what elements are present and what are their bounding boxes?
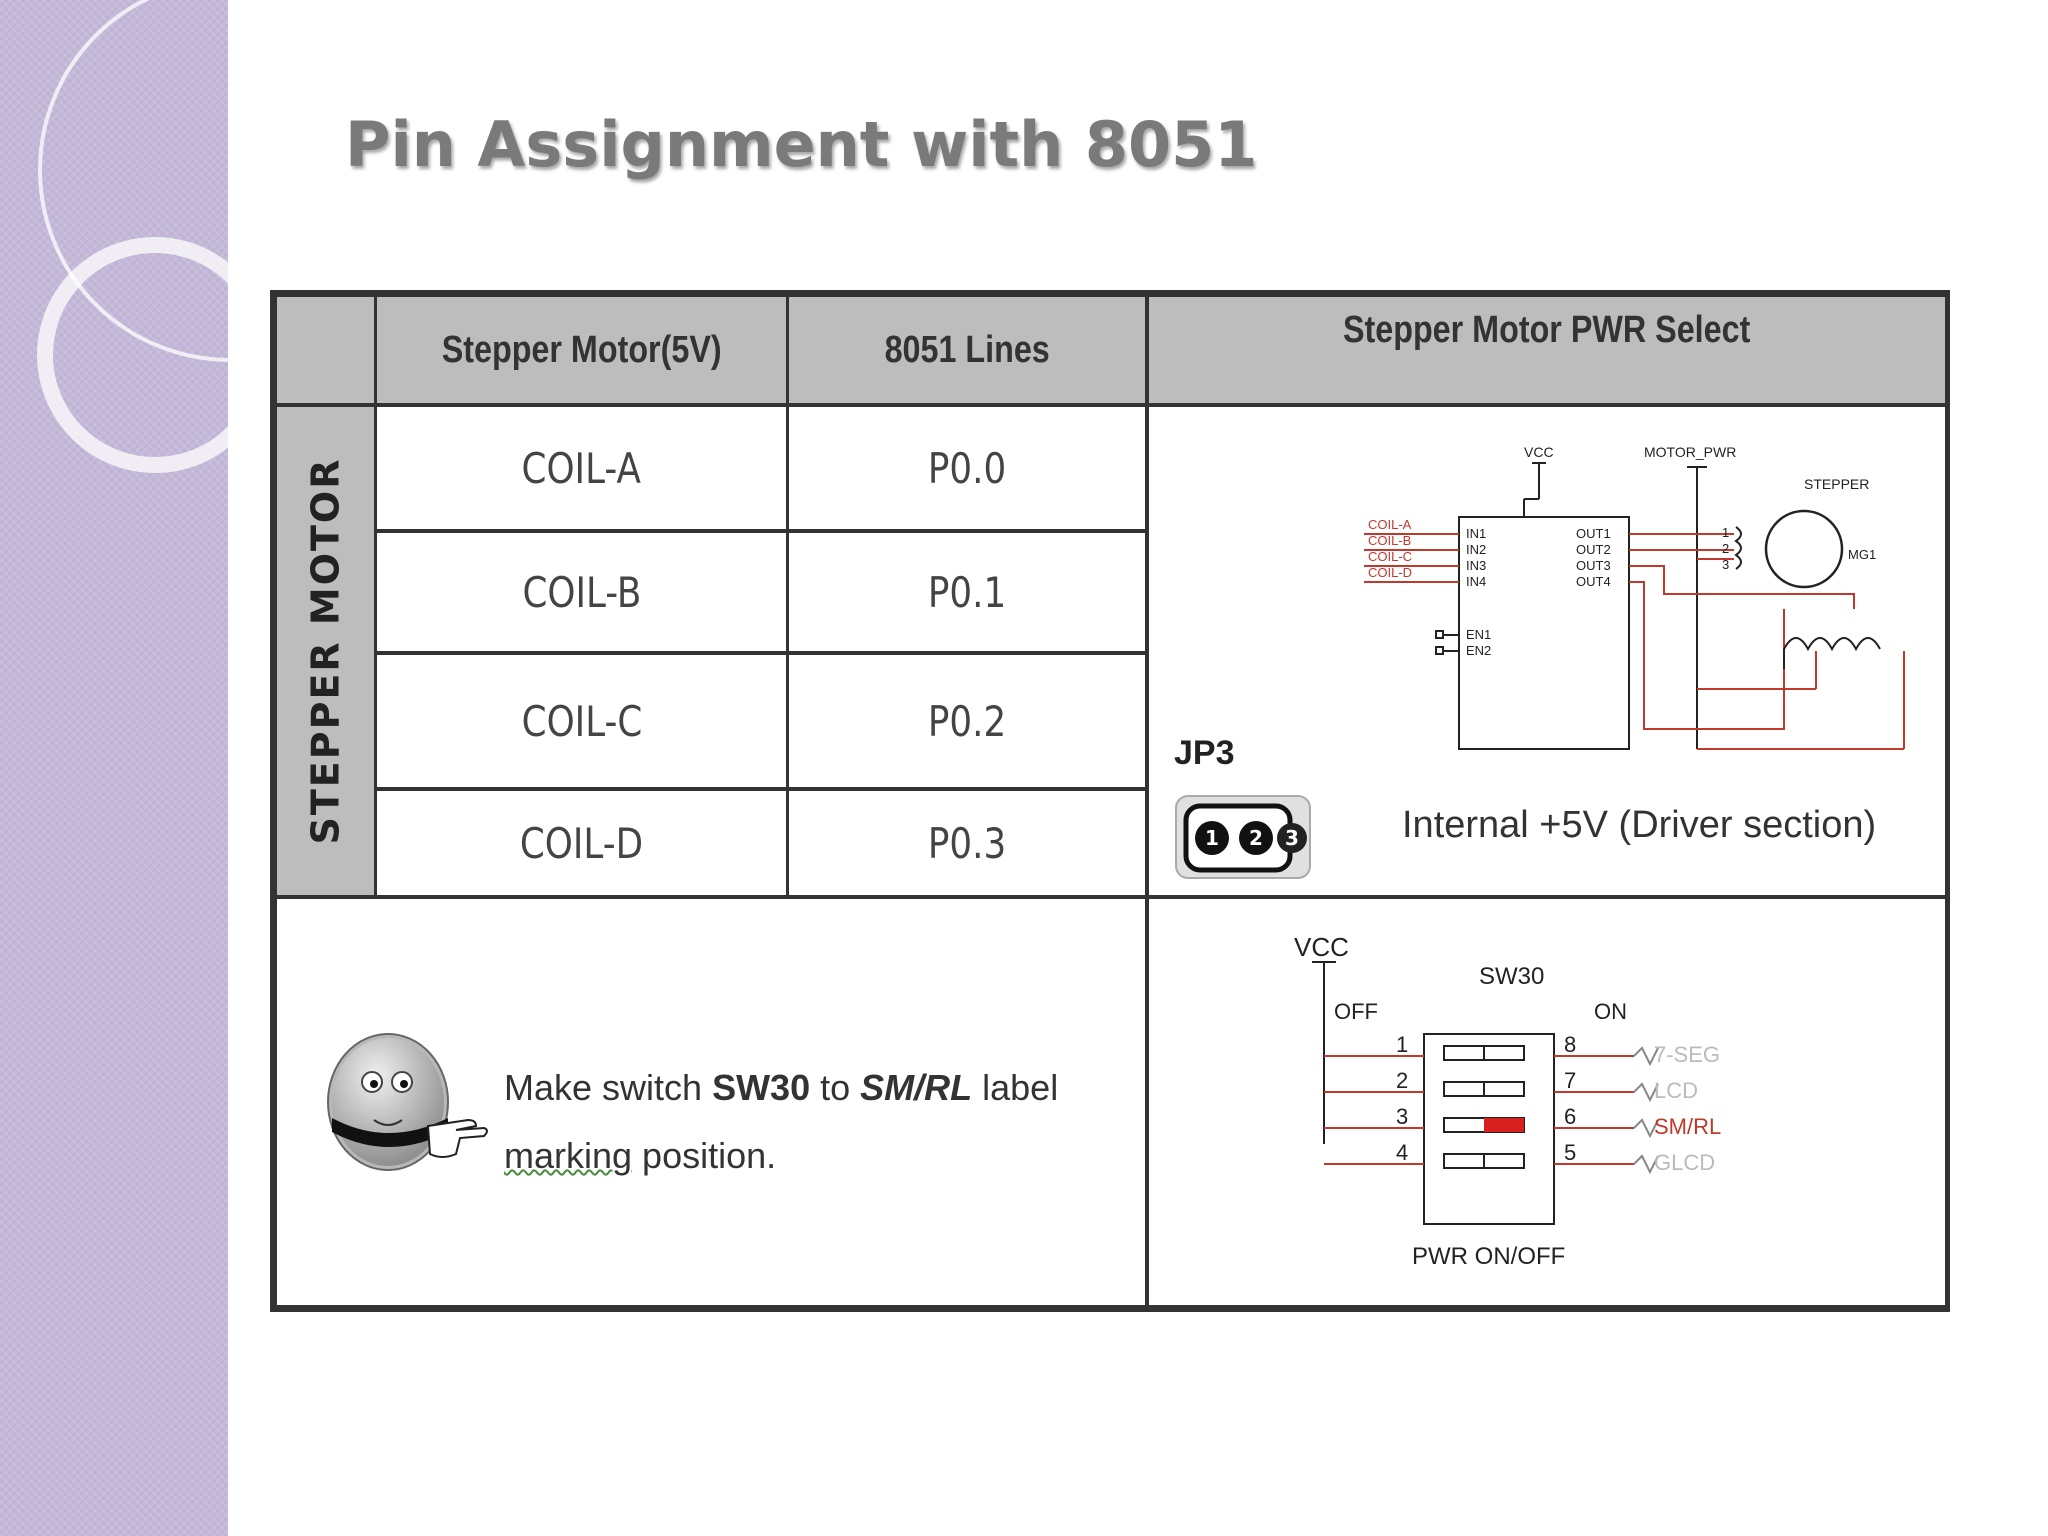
coil-b-input-label: COIL-B: [1368, 533, 1411, 548]
motor-pin-2: 2: [1722, 541, 1729, 556]
table-cell-coil: COIL-D: [374, 788, 789, 898]
jp3-pin-2: 2: [1249, 826, 1263, 850]
vcc-label: VCC: [1524, 444, 1554, 460]
stepper-motor-side-label: STEPPER MOTOR: [274, 404, 377, 898]
header-stepper-motor: Stepper Motor(5V): [374, 294, 789, 406]
table-cell-coil: COIL-A: [374, 404, 789, 532]
motor-pwr-label: MOTOR_PWR: [1644, 444, 1736, 460]
internal-5v-label: Internal +5V (Driver section): [1402, 804, 1877, 846]
switch-name: SW30: [712, 1067, 811, 1108]
motor-pin-1: 1: [1722, 525, 1729, 540]
table-cell-line: P0.0: [786, 404, 1148, 532]
table-cell-coil: COIL-B: [374, 530, 789, 654]
sw-vcc-label: VCC: [1294, 932, 1349, 962]
instruction-text-part2: to: [810, 1067, 861, 1108]
en1-label: EN1: [1466, 627, 1491, 642]
mg1-label: MG1: [1848, 547, 1876, 562]
sw-pin-2: 2: [1396, 1068, 1408, 1093]
out3-label: OUT3: [1576, 558, 1611, 573]
in2-label: IN2: [1466, 542, 1486, 557]
jp3-jumper[interactable]: 1 2 3: [1174, 794, 1314, 884]
sw-pin-1: 1: [1396, 1032, 1408, 1057]
sw-pin-4: 4: [1396, 1140, 1408, 1165]
sw-pin-6: 6: [1564, 1104, 1576, 1129]
on-label: ON: [1594, 999, 1627, 1024]
instruction-line-2: marking position.: [504, 1122, 1058, 1190]
instruction-text-position: position.: [632, 1135, 777, 1176]
coil-c-input-label: COIL-C: [1368, 549, 1412, 564]
instruction-text-part3: label: [972, 1067, 1059, 1108]
coil-a-text: COIL-A: [521, 443, 642, 493]
p02-text: P0.2: [927, 696, 1007, 746]
en2-label: EN2: [1466, 643, 1491, 658]
stepper-driver-schematic: VCC MOTOR_PWR STEPPER COIL-A COIL-B COIL…: [1364, 444, 1905, 750]
decorative-sidebar: [0, 0, 422, 1536]
instruction-text: Make switch SW30 to SM/RL label marking …: [504, 1054, 1058, 1190]
side-label-text: STEPPER MOTOR: [303, 457, 348, 845]
dip-toggle-3-on-indicator: [1484, 1118, 1524, 1132]
coil-c-text: COIL-C: [521, 696, 642, 746]
header-pwr-select: Stepper Motor PWR Select: [1146, 294, 1948, 406]
sw-pin-8: 8: [1564, 1032, 1576, 1057]
instruction-line-1: Make switch SW30 to SM/RL label: [504, 1054, 1058, 1122]
header-8051-lines: 8051 Lines: [786, 294, 1148, 406]
switch-position-name: SM/RL: [860, 1067, 973, 1108]
header-stepper-motor-label: Stepper Motor(5V): [441, 328, 722, 371]
p03-text: P0.3: [927, 818, 1007, 868]
pointing-mascot-icon: [327, 1033, 488, 1171]
stepper-label: STEPPER: [1804, 476, 1869, 492]
out-lcd-label: LCD: [1654, 1078, 1698, 1103]
coil-d-input-label: COIL-D: [1368, 565, 1412, 580]
coil-a-input-label: COIL-A: [1368, 517, 1412, 532]
table-cell-line: P0.3: [786, 788, 1148, 898]
out4-label: OUT4: [1576, 574, 1611, 589]
jp3-pin-3: 3: [1285, 826, 1299, 850]
instruction-text-marking: marking: [504, 1135, 633, 1176]
motor-coil-symbol: [1783, 637, 1881, 652]
sidebar-circles-decoration: [37, 0, 422, 473]
pin-assignment-table: Stepper Motor(5V) 8051 Lines Stepper Mot…: [270, 290, 1950, 1312]
coil-d-text: COIL-D: [519, 818, 644, 868]
in1-label: IN1: [1466, 526, 1486, 541]
out-7seg-label: 7-SEG: [1654, 1042, 1720, 1067]
motor-pin-3: 3: [1722, 557, 1729, 572]
header-pwr-select-label: Stepper Motor PWR Select: [1343, 309, 1751, 351]
out2-label: OUT2: [1576, 542, 1611, 557]
header-corner-cell: [274, 294, 377, 406]
out1-label: OUT1: [1576, 526, 1611, 541]
p00-text: P0.0: [927, 443, 1007, 493]
coil-b-text: COIL-B: [522, 567, 641, 617]
sw30-label: SW30: [1479, 963, 1544, 990]
header-8051-lines-label: 8051 Lines: [884, 328, 1050, 371]
instruction-text-part1: Make switch: [504, 1067, 713, 1108]
sw30-schematic: VCC SW30 OFF ON 1 2: [1294, 932, 1721, 1270]
sw-pin-5: 5: [1564, 1140, 1576, 1165]
p01-text: P0.1: [927, 567, 1007, 617]
jp3-label: JP3: [1174, 734, 1235, 772]
table-cell-coil: COIL-C: [374, 652, 789, 790]
motor-symbol: [1764, 509, 1844, 589]
in3-label: IN3: [1466, 558, 1486, 573]
off-label: OFF: [1334, 999, 1378, 1024]
in4-label: IN4: [1466, 574, 1486, 589]
jp3-pin-1: 1: [1205, 826, 1219, 850]
pwr-onoff-caption: PWR ON/OFF: [1412, 1243, 1565, 1270]
sw-pin-3: 3: [1396, 1104, 1408, 1129]
table-cell-line: P0.1: [786, 530, 1148, 654]
slide-title: Pin Assignment with 8051: [345, 108, 1258, 181]
out-glcd-label: GLCD: [1654, 1150, 1715, 1175]
sw-pin-7: 7: [1564, 1068, 1576, 1093]
table-cell-line: P0.2: [786, 652, 1148, 790]
out-smrl-label: SM/RL: [1654, 1114, 1721, 1139]
driver-ic-box: [1458, 516, 1630, 750]
